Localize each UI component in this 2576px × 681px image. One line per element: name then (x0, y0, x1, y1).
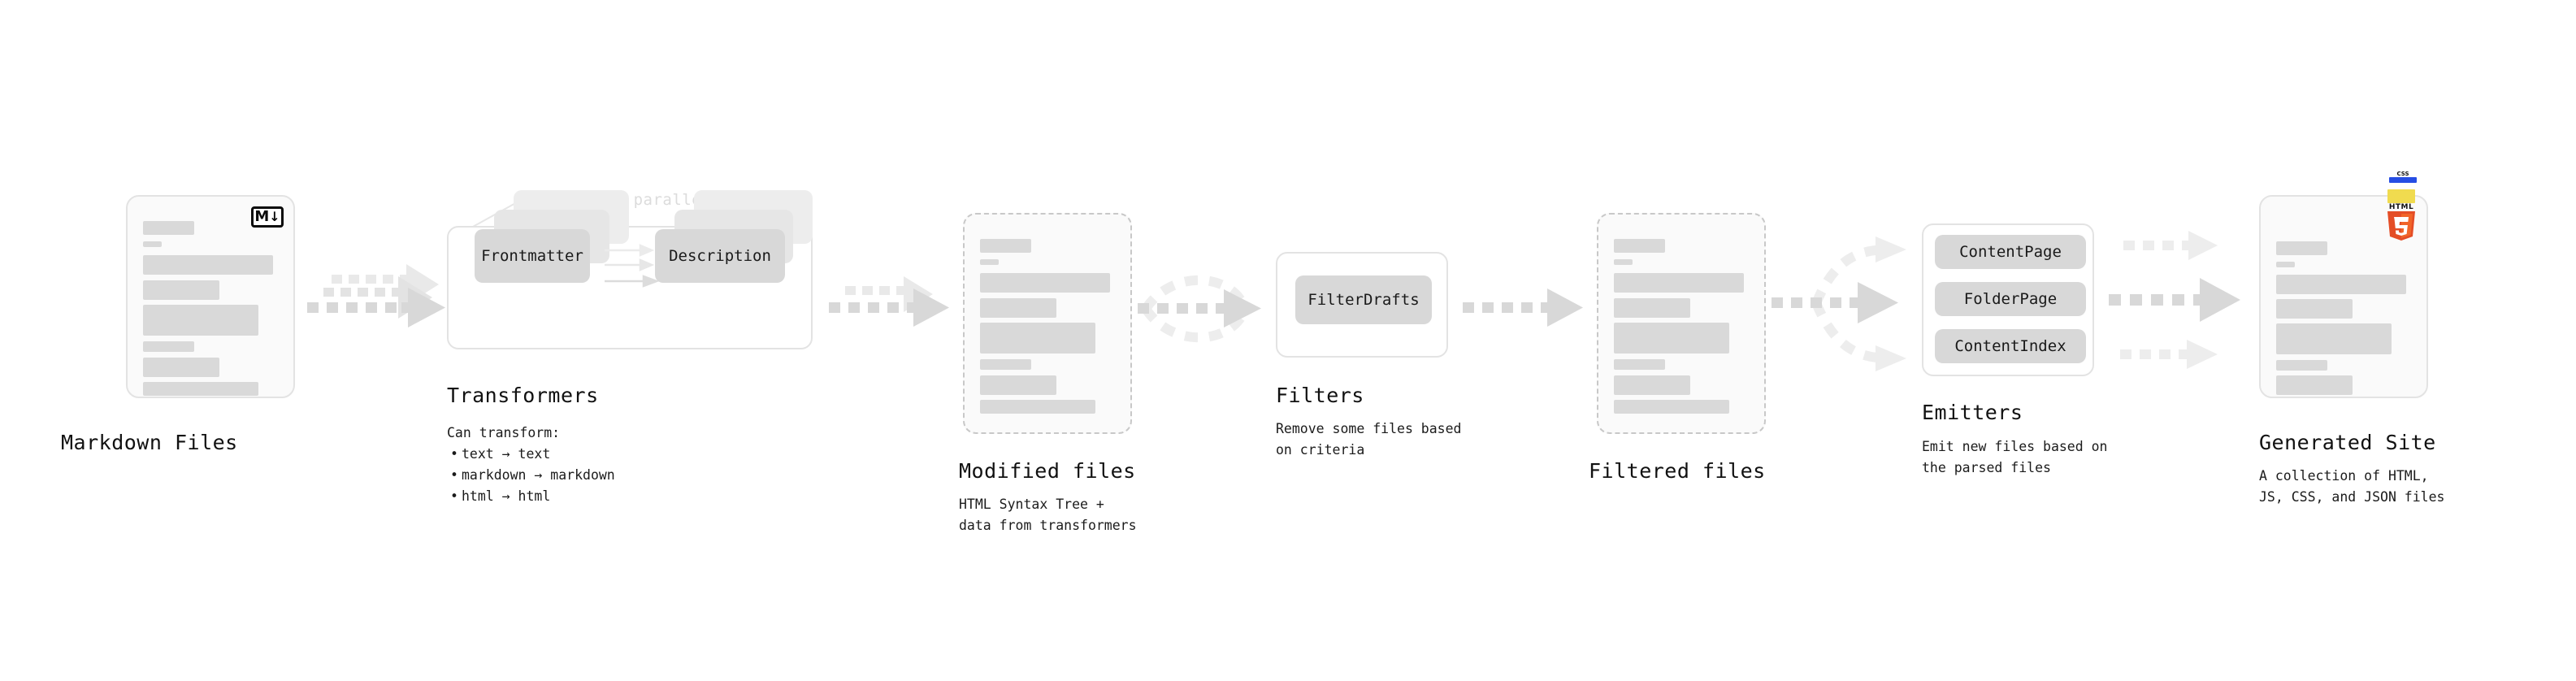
transformers-inner-arrows (605, 244, 660, 288)
pill-frontmatter[interactable]: Frontmatter (475, 229, 590, 283)
pill-contentpage[interactable]: ContentPage (1935, 235, 2086, 269)
skeleton-bar (980, 400, 1095, 414)
pill-contentindex[interactable]: ContentIndex (1935, 329, 2086, 363)
pill-frontmatter-label: Frontmatter (481, 247, 583, 265)
skeleton-bar (2276, 299, 2353, 319)
skeleton-bar (980, 273, 1110, 293)
skeleton-bar (143, 341, 194, 352)
skeleton-bar (980, 259, 999, 265)
capabilities-list: text → text markdown → markdown html → h… (447, 444, 615, 507)
skeleton-bar (980, 298, 1056, 318)
pill-folderpage-label: FolderPage (1963, 290, 2058, 308)
skeleton-bar (1614, 375, 1690, 395)
markdown-file-card: M↓ (126, 172, 311, 398)
stage-title-transformers: Transformers (447, 384, 599, 407)
skeleton-bar (2276, 241, 2327, 255)
pill-description-label: Description (669, 247, 771, 265)
js-icon (2387, 189, 2415, 203)
html5-icon-shield (2387, 211, 2415, 241)
arrow-modified-to-filters (1138, 275, 1261, 343)
emitters-panel: ContentPage FolderPage ContentIndex (1922, 223, 2094, 376)
pill-filterdrafts[interactable]: FilterDrafts (1295, 275, 1432, 324)
skeleton-bar (1614, 323, 1729, 354)
markdown-icon-arrow: ↓ (269, 209, 280, 224)
pill-folderpage[interactable]: FolderPage (1935, 282, 2086, 316)
stage-title-filtered-files: Filtered files (1589, 459, 1766, 483)
stage-subtitle-emitters: Emit new files based on the parsed files (1922, 439, 2108, 475)
arrow-filters-to-filtered (1463, 288, 1583, 327)
capability-item: html → html (450, 486, 615, 507)
capability-item: markdown → markdown (450, 465, 615, 486)
pill-description[interactable]: Description (655, 229, 785, 283)
transformers-capabilities: Can transform: text → text markdown → ma… (447, 423, 615, 507)
capability-item: text → text (450, 444, 615, 465)
skeleton-bar (143, 241, 162, 247)
markdown-icon: M↓ (251, 206, 284, 228)
pill-contentpage-label: ContentPage (1959, 243, 2062, 261)
skeleton-bar (143, 280, 219, 300)
skeleton-bar (143, 358, 219, 377)
capabilities-header: Can transform: (447, 425, 561, 440)
skeleton-bar (1614, 359, 1665, 370)
stage-subtitle-filters: Remove some files based on criteria (1276, 421, 1462, 458)
stage-title-generated-site: Generated Site (2259, 431, 2436, 454)
skeleton-bar (143, 382, 258, 396)
skeleton-bar (980, 375, 1056, 395)
skeleton-bar (980, 323, 1095, 354)
generated-site-card: CSS HTML (2259, 171, 2444, 398)
skeleton-bar (2276, 375, 2353, 395)
arrow-markdown-to-transformers (307, 264, 445, 327)
skeleton-bar (1614, 400, 1729, 414)
stage-title-modified-files: Modified files (959, 459, 1136, 483)
transformers-panel: Frontmatter Description (447, 185, 856, 349)
skeleton-bar (143, 255, 273, 275)
pill-contentindex-label: ContentIndex (1954, 337, 2066, 355)
arrow-emitters-to-site (2109, 231, 2240, 369)
skeleton-bar (1614, 273, 1744, 293)
stage-subtitle-generated-site: A collection of HTML, JS, CSS, and JSON … (2259, 468, 2445, 505)
skeleton-bar (1614, 298, 1690, 318)
skeleton-bar (2276, 262, 2295, 267)
skeleton-bar (2276, 360, 2327, 371)
skeleton-bar (980, 239, 1031, 253)
css-icon: CSS (2389, 171, 2417, 183)
stage-subtitle-modified-files: HTML Syntax Tree + data from transformer… (959, 497, 1137, 533)
filtered-file-card (1597, 192, 1766, 434)
skeleton-bar (143, 221, 194, 235)
skeleton-bar (2276, 275, 2406, 294)
html5-icon-caption: HTML (2388, 203, 2414, 211)
arrow-filtered-to-emitters (1772, 236, 1906, 371)
stage-title-emitters: Emitters (1922, 401, 2023, 424)
html5-icon: HTML (2386, 203, 2417, 241)
skeleton-bar (980, 359, 1031, 370)
filters-panel: FilterDrafts (1276, 252, 1448, 358)
stage-title-markdown-files: Markdown Files (61, 431, 238, 454)
stage-title-filters: Filters (1276, 384, 1364, 407)
skeleton-bar (1614, 259, 1633, 265)
pill-filterdrafts-label: FilterDrafts (1308, 291, 1420, 309)
skeleton-bar (2276, 323, 2392, 354)
css-icon-label: CSS (2396, 171, 2409, 177)
skeleton-bar (143, 305, 258, 336)
skeleton-bar (1614, 239, 1665, 253)
markdown-icon-letter: M (254, 208, 269, 225)
modified-file-card (963, 192, 1132, 434)
arrow-transformers-to-modified (829, 276, 949, 327)
